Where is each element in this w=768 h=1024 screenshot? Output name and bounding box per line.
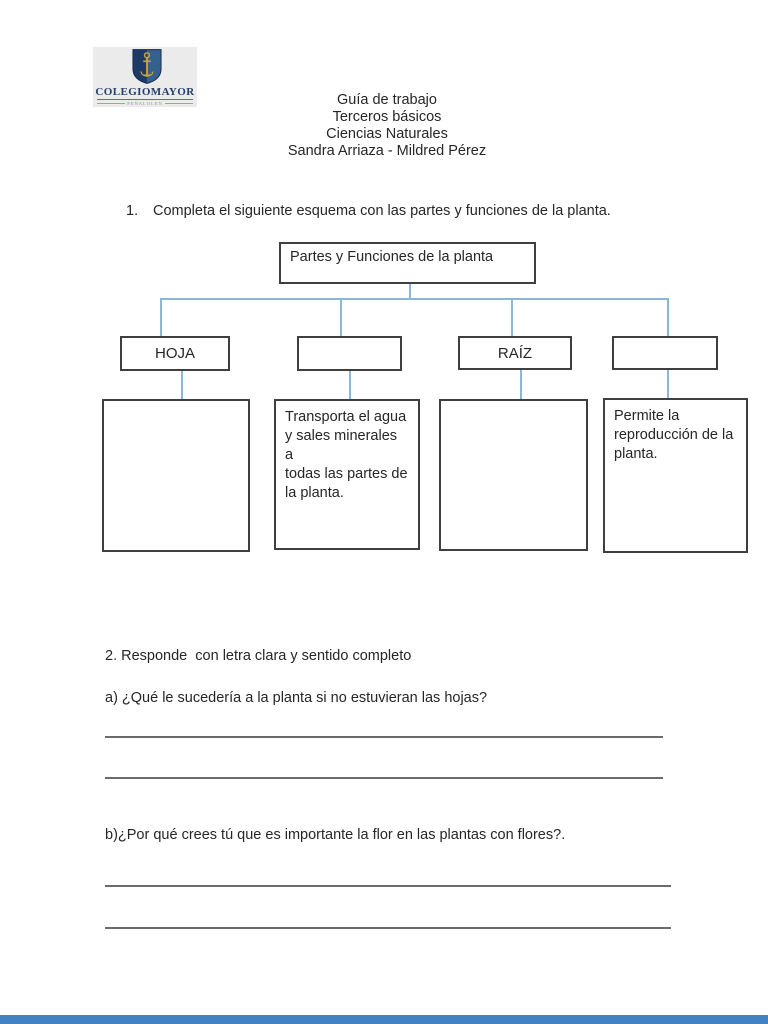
question-2a-text: a) ¿Qué le sucedería a la planta si no e…	[105, 690, 488, 706]
diagram-part-box-hoja: HOJA	[120, 336, 230, 371]
connector-top-2	[340, 300, 342, 336]
header-authors: Sandra Arriaza - Mildred Pérez	[287, 143, 487, 159]
diagram-function-box-blank-1[interactable]	[102, 399, 250, 552]
connector-bottom-3	[520, 370, 522, 399]
question-2b-text: b)¿Por qué crees tú que es importante la…	[105, 827, 566, 843]
school-logo: COLEGIOMAYOR PEÑALOLEN	[93, 47, 197, 107]
document-header: Guía de trabajo Terceros básicos Ciencia…	[6, 92, 768, 160]
question-1-number: 1.	[126, 203, 139, 219]
divider	[97, 103, 126, 104]
viewer-bottom-bar	[0, 1015, 768, 1024]
header-title: Guía de trabajo	[337, 92, 437, 108]
answer-line-a2[interactable]	[105, 777, 663, 779]
divider	[164, 103, 193, 104]
school-location-label: PEÑALOLEN	[127, 101, 163, 106]
diagram-part-box-blank-2[interactable]	[612, 336, 718, 370]
connector-top-4	[667, 300, 669, 336]
diagram-part-box-raiz: RAÍZ	[458, 336, 572, 370]
connector-rail	[160, 298, 669, 300]
diagram-function-box-transporta: Transporta el agua y sales minerales a t…	[274, 399, 420, 550]
connector-bottom-4	[667, 370, 669, 398]
diagram-part-box-blank-1[interactable]	[297, 336, 402, 371]
question-1: 1. Completa el siguiente esquema con las…	[126, 203, 611, 219]
answer-line-a1[interactable]	[105, 736, 663, 738]
school-location: PEÑALOLEN	[97, 99, 193, 106]
answer-line-b1[interactable]	[105, 885, 671, 887]
connector-stem	[409, 284, 411, 300]
diagram-function-box-blank-2[interactable]	[439, 399, 588, 551]
diagram-function-box-permite: Permite la reproducción de la planta.	[603, 398, 748, 553]
answer-line-b2[interactable]	[105, 927, 671, 929]
connector-bottom-1	[181, 371, 183, 399]
school-crest-icon	[132, 49, 162, 84]
connector-bottom-2	[349, 370, 351, 399]
header-grade: Terceros básicos	[332, 109, 442, 125]
connector-top-1	[160, 300, 162, 336]
header-subject: Ciencias Naturales	[326, 126, 448, 142]
school-name: COLEGIOMAYOR	[95, 86, 195, 98]
diagram-root-box: Partes y Funciones de la planta	[279, 242, 536, 284]
question-2-heading: 2. Responde con letra clara y sentido co…	[105, 648, 412, 664]
question-1-text: Completa el siguiente esquema con las pa…	[153, 203, 611, 219]
connector-top-3	[511, 300, 513, 336]
